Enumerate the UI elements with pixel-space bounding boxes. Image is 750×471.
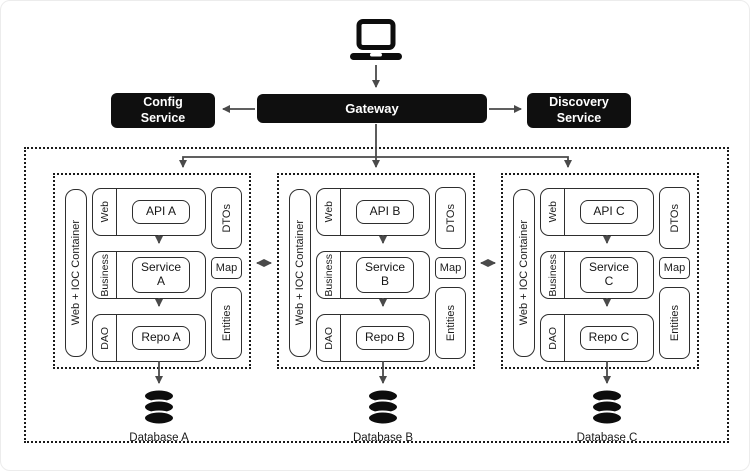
gateway-node: Gateway bbox=[257, 94, 487, 123]
microservice-container-b: Web + IOC Container Web API B Business S… bbox=[277, 173, 475, 369]
entities-box: Entities bbox=[211, 287, 242, 359]
web-layer: Web API C bbox=[540, 188, 654, 236]
ioc-container-pill: Web + IOC Container bbox=[513, 189, 535, 357]
repo-component: Repo C bbox=[580, 326, 638, 350]
database-a: Database A bbox=[109, 388, 209, 444]
laptop-icon bbox=[350, 19, 402, 60]
database-label: Database B bbox=[352, 432, 414, 444]
api-component: API A bbox=[132, 200, 190, 224]
gateway-label: Gateway bbox=[345, 101, 399, 116]
web-layer: Web API B bbox=[316, 188, 430, 236]
business-layer: Business Service B bbox=[316, 251, 430, 299]
business-layer-label: Business bbox=[546, 253, 559, 297]
ioc-container-label: Web + IOC Container bbox=[518, 220, 530, 326]
config-service-node: Config Service bbox=[111, 93, 215, 128]
web-layer-label: Web bbox=[322, 201, 335, 223]
ioc-container-label: Web + IOC Container bbox=[70, 220, 82, 326]
dao-layer: DAO Repo A bbox=[92, 314, 206, 362]
web-layer-label: Web bbox=[546, 201, 559, 223]
database-c: Database C bbox=[557, 388, 657, 444]
config-service-label: Config Service bbox=[140, 94, 186, 125]
map-box: Map bbox=[659, 257, 690, 279]
discovery-service-label: Discovery Service bbox=[549, 94, 609, 125]
dao-layer-label: DAO bbox=[322, 326, 335, 350]
business-layer: Business Service A bbox=[92, 251, 206, 299]
dao-layer: DAO Repo B bbox=[316, 314, 430, 362]
map-box: Map bbox=[435, 257, 466, 279]
service-component: Service B bbox=[356, 257, 414, 293]
microservice-container-a: Web + IOC Container Web API A Business S… bbox=[53, 173, 251, 369]
dao-layer: DAO Repo C bbox=[540, 314, 654, 362]
dtos-box: DTOs bbox=[435, 187, 466, 249]
ioc-container-pill: Web + IOC Container bbox=[65, 189, 87, 357]
api-component: API C bbox=[580, 200, 638, 224]
entities-box: Entities bbox=[435, 287, 466, 359]
business-layer-label: Business bbox=[98, 253, 111, 297]
dtos-box: DTOs bbox=[659, 187, 690, 249]
service-component: Service A bbox=[132, 257, 190, 293]
database-icon bbox=[143, 388, 175, 426]
business-layer-label: Business bbox=[322, 253, 335, 297]
business-layer: Business Service C bbox=[540, 251, 654, 299]
web-layer-label: Web bbox=[98, 201, 111, 223]
web-layer: Web API A bbox=[92, 188, 206, 236]
service-component: Service C bbox=[580, 257, 638, 293]
dtos-box: DTOs bbox=[211, 187, 242, 249]
ioc-container-label: Web + IOC Container bbox=[294, 220, 306, 326]
database-icon bbox=[591, 388, 623, 426]
database-icon bbox=[367, 388, 399, 426]
database-label: Database C bbox=[576, 432, 638, 444]
api-component: API B bbox=[356, 200, 414, 224]
repo-component: Repo B bbox=[356, 326, 414, 350]
repo-component: Repo A bbox=[132, 326, 190, 350]
discovery-service-node: Discovery Service bbox=[527, 93, 631, 128]
dao-layer-label: DAO bbox=[98, 326, 111, 350]
entities-box: Entities bbox=[659, 287, 690, 359]
microservice-container-c: Web + IOC Container Web API C Business S… bbox=[501, 173, 699, 369]
ioc-container-pill: Web + IOC Container bbox=[289, 189, 311, 357]
database-b: Database B bbox=[333, 388, 433, 444]
database-label: Database A bbox=[129, 432, 189, 444]
map-box: Map bbox=[211, 257, 242, 279]
dao-layer-label: DAO bbox=[546, 326, 559, 350]
